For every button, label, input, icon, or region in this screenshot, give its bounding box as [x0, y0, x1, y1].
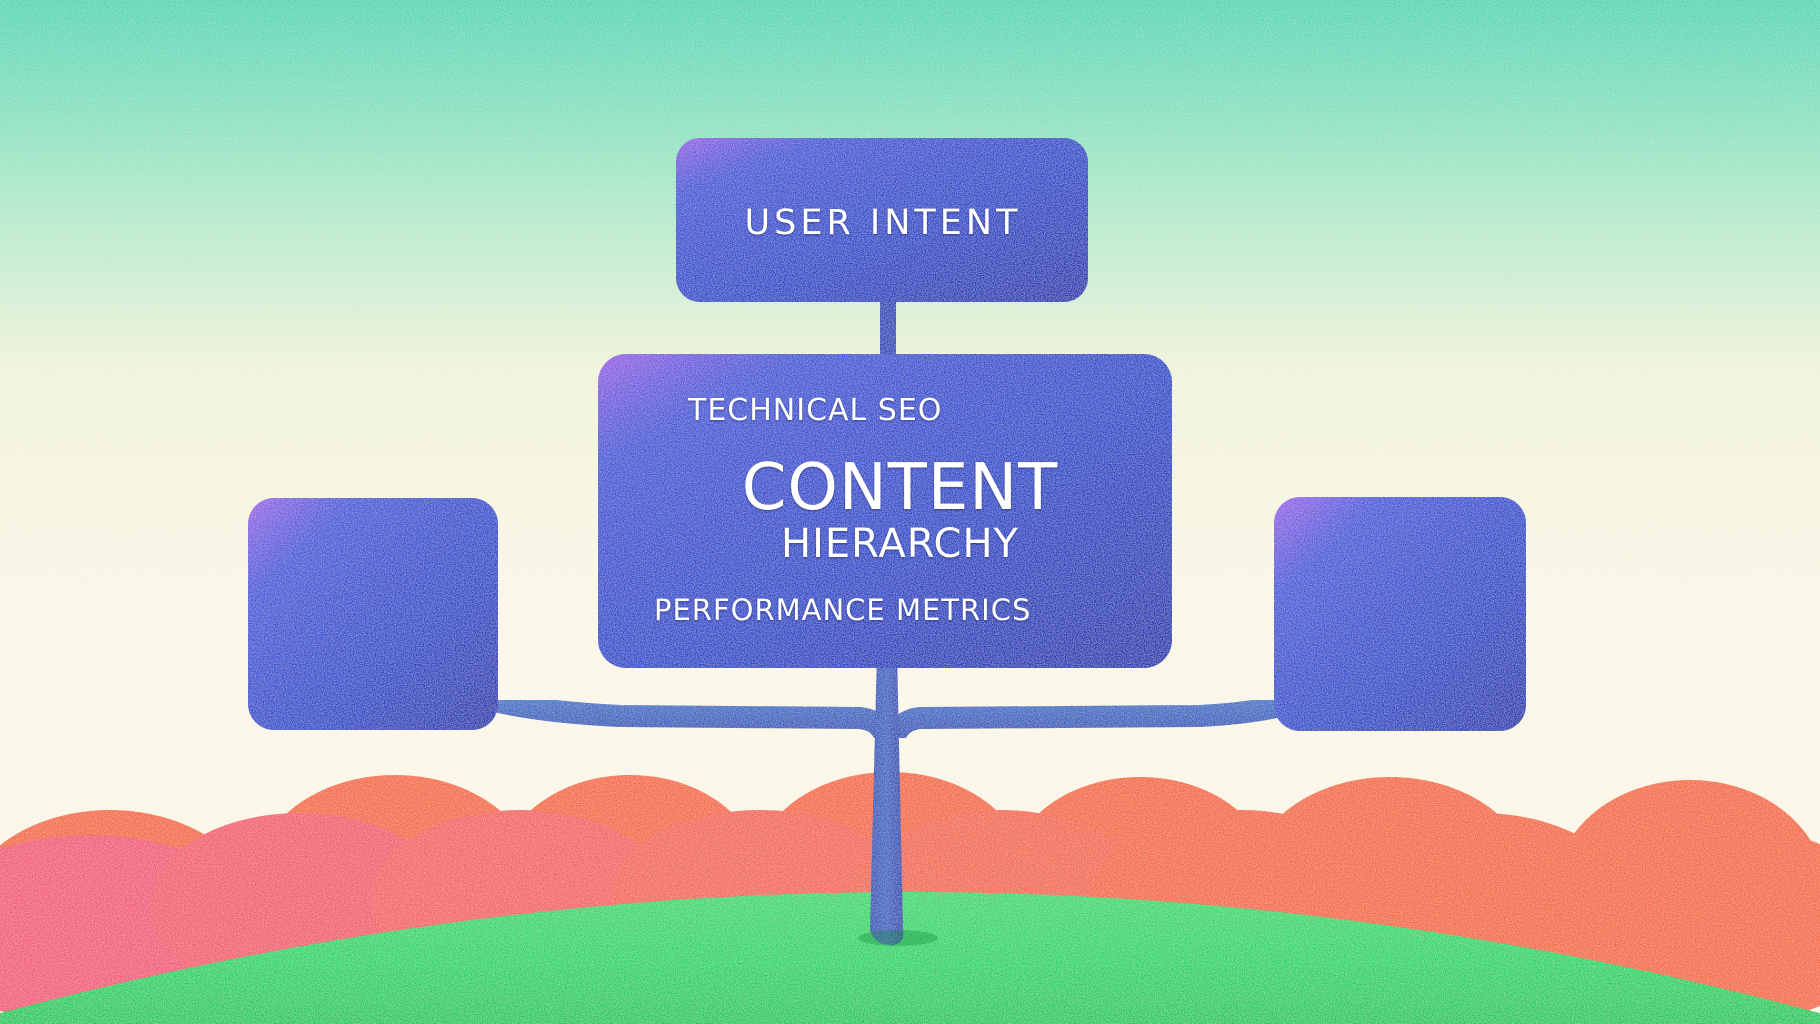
- stem-shadow: [858, 930, 938, 946]
- hierarchy-label: HIERARCHY: [781, 521, 1019, 567]
- left-node-box: [248, 498, 498, 730]
- connector-top-stem: [880, 296, 896, 360]
- center-node-box: [598, 354, 1172, 668]
- connector-stem: [870, 650, 904, 945]
- top-node-box: [676, 138, 1088, 302]
- user-intent-label: USER INTENT: [744, 203, 1022, 243]
- technical-seo-label: TECHNICAL SEO: [688, 393, 943, 428]
- performance-metrics-label: PERFORMANCE METRICS: [654, 593, 1032, 627]
- right-node-box: [1274, 497, 1526, 731]
- ground-hill: [0, 892, 1820, 1024]
- content-label: CONTENT: [741, 451, 1059, 525]
